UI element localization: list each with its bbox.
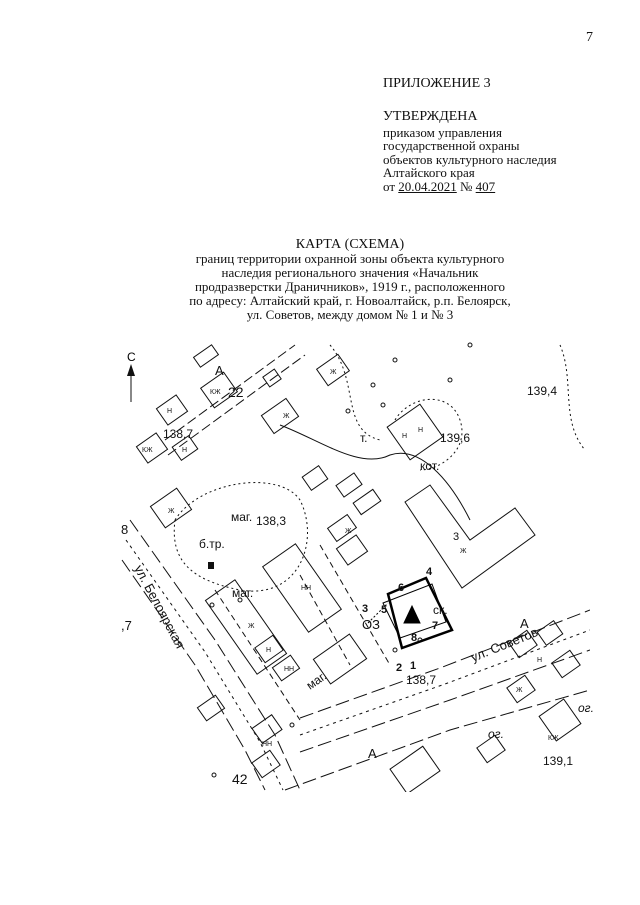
zone-point: 6 xyxy=(398,582,404,594)
building-code: Н xyxy=(167,408,172,415)
page-number: 7 xyxy=(586,30,593,45)
map-subtitle-line: продразверстки Драничников», 1919 г., ра… xyxy=(194,279,506,294)
building-code: Н xyxy=(182,447,187,454)
zone-point: 8 xyxy=(411,632,417,644)
map-label-a: А xyxy=(520,616,529,631)
building-code: Ж xyxy=(460,548,467,555)
elevation-label: 139,6 xyxy=(440,431,470,445)
elevation-label: 139,4 xyxy=(527,384,557,398)
map-subtitle-line: по адресу: Алтайский край, г. Новоалтайс… xyxy=(189,293,511,308)
transformer-marker xyxy=(208,562,214,569)
appendix-label: ПРИЛОЖЕНИЕ 3 xyxy=(383,76,491,91)
street-label-beloyarskaya: ул. Белоярская xyxy=(131,562,188,651)
elevation-label: 138,3 xyxy=(256,514,286,528)
approval-number: 407 xyxy=(475,178,496,194)
building-code: Н xyxy=(266,647,271,654)
terrain-label-t: т. xyxy=(360,431,368,445)
street-sovetov xyxy=(284,609,590,791)
boiler-label: кот. xyxy=(420,459,439,473)
north-label: С xyxy=(127,350,136,364)
approval-line: государственной охраны xyxy=(383,138,520,153)
buildings xyxy=(135,344,582,792)
map-title-block: КАРТА (СХЕМА) границ территории охранной… xyxy=(150,238,550,322)
shop-label: маг. xyxy=(232,586,253,600)
map-subtitle-line: наследия регионального значения «Начальн… xyxy=(221,265,479,280)
terrain-curve xyxy=(279,424,471,521)
approval-date-line: от 20.04.2021 № 407 xyxy=(383,178,557,194)
garden-label: ог. xyxy=(488,727,504,741)
house-number: 22 xyxy=(228,384,244,400)
zone-point: 5 xyxy=(381,604,387,616)
square-label: ск. xyxy=(433,603,448,617)
approval-title: УТВЕРЖДЕНА xyxy=(383,109,478,124)
building-code: КЖ xyxy=(210,389,221,396)
building-code: КЖ xyxy=(548,735,559,742)
zone-point: 1 xyxy=(410,660,416,672)
building-code: Ж xyxy=(345,528,352,535)
protection-zone xyxy=(367,576,454,650)
building-code: Ж xyxy=(168,508,175,515)
zone-point: 4 xyxy=(426,566,433,578)
shop-label: маг. xyxy=(231,510,252,524)
zone-point: 7 xyxy=(432,620,438,632)
from-label: от xyxy=(383,178,396,194)
building-code: Ж xyxy=(516,687,523,694)
building-label-3: 3 xyxy=(453,531,459,543)
north-arrow: С xyxy=(127,350,136,402)
map-edge-label: ,7 xyxy=(121,618,132,633)
building-code: Н xyxy=(402,433,407,440)
zone-point: 2 xyxy=(396,662,402,674)
street-beloyarskaya xyxy=(121,519,301,791)
transformer-label: б.тр. xyxy=(199,537,225,551)
street-sovetov-axis xyxy=(299,629,590,736)
zone-point: 3 xyxy=(362,603,368,615)
elevation-label: 139,1 xyxy=(543,754,573,768)
building-code: Н xyxy=(418,427,423,434)
map-title: КАРТА (СХЕМА) xyxy=(295,237,405,252)
approval-line: приказом управления xyxy=(383,124,502,140)
building-code: НН xyxy=(301,585,311,592)
property-lines xyxy=(214,544,391,721)
map-label-a: А xyxy=(215,363,224,378)
garden-label: ог. xyxy=(578,701,594,715)
zone-label: ОЗ xyxy=(362,617,380,632)
house-number: 42 xyxy=(232,771,248,787)
building-code: КЖ xyxy=(142,447,153,454)
building-code: Н xyxy=(537,657,542,664)
number-label: № xyxy=(460,178,473,194)
tree-markers xyxy=(209,342,473,778)
approval-date: 20.04.2021 xyxy=(398,178,457,194)
shop-label: маг. xyxy=(304,669,329,693)
building-code: Ж xyxy=(248,623,255,630)
approval-block: УТВЕРЖДЕНА приказом управления государст… xyxy=(383,110,557,193)
building-code: Ж xyxy=(330,369,337,376)
elevation-label: 138,7 xyxy=(163,427,193,441)
street-beloyarskaya-axis xyxy=(125,539,284,791)
elevation-label: 138,7 xyxy=(406,673,436,687)
building-code: НН xyxy=(284,666,294,673)
terrain-contours xyxy=(173,344,586,592)
map-edge-label: 8 xyxy=(121,522,128,537)
street-label-sovetov: ул. Советов xyxy=(469,624,541,665)
map-subtitle-line: границ территории охранной зоны объекта … xyxy=(195,251,505,266)
building-code: НН xyxy=(262,741,272,748)
map-subtitle-line: ул. Советов, между домом № 1 и № 3 xyxy=(246,307,454,322)
building-code: Ж xyxy=(283,413,290,420)
approval-line: Алтайского края xyxy=(383,165,475,180)
map-label-a: А xyxy=(368,746,377,761)
approval-line: объектов культурного наследия xyxy=(383,151,557,167)
